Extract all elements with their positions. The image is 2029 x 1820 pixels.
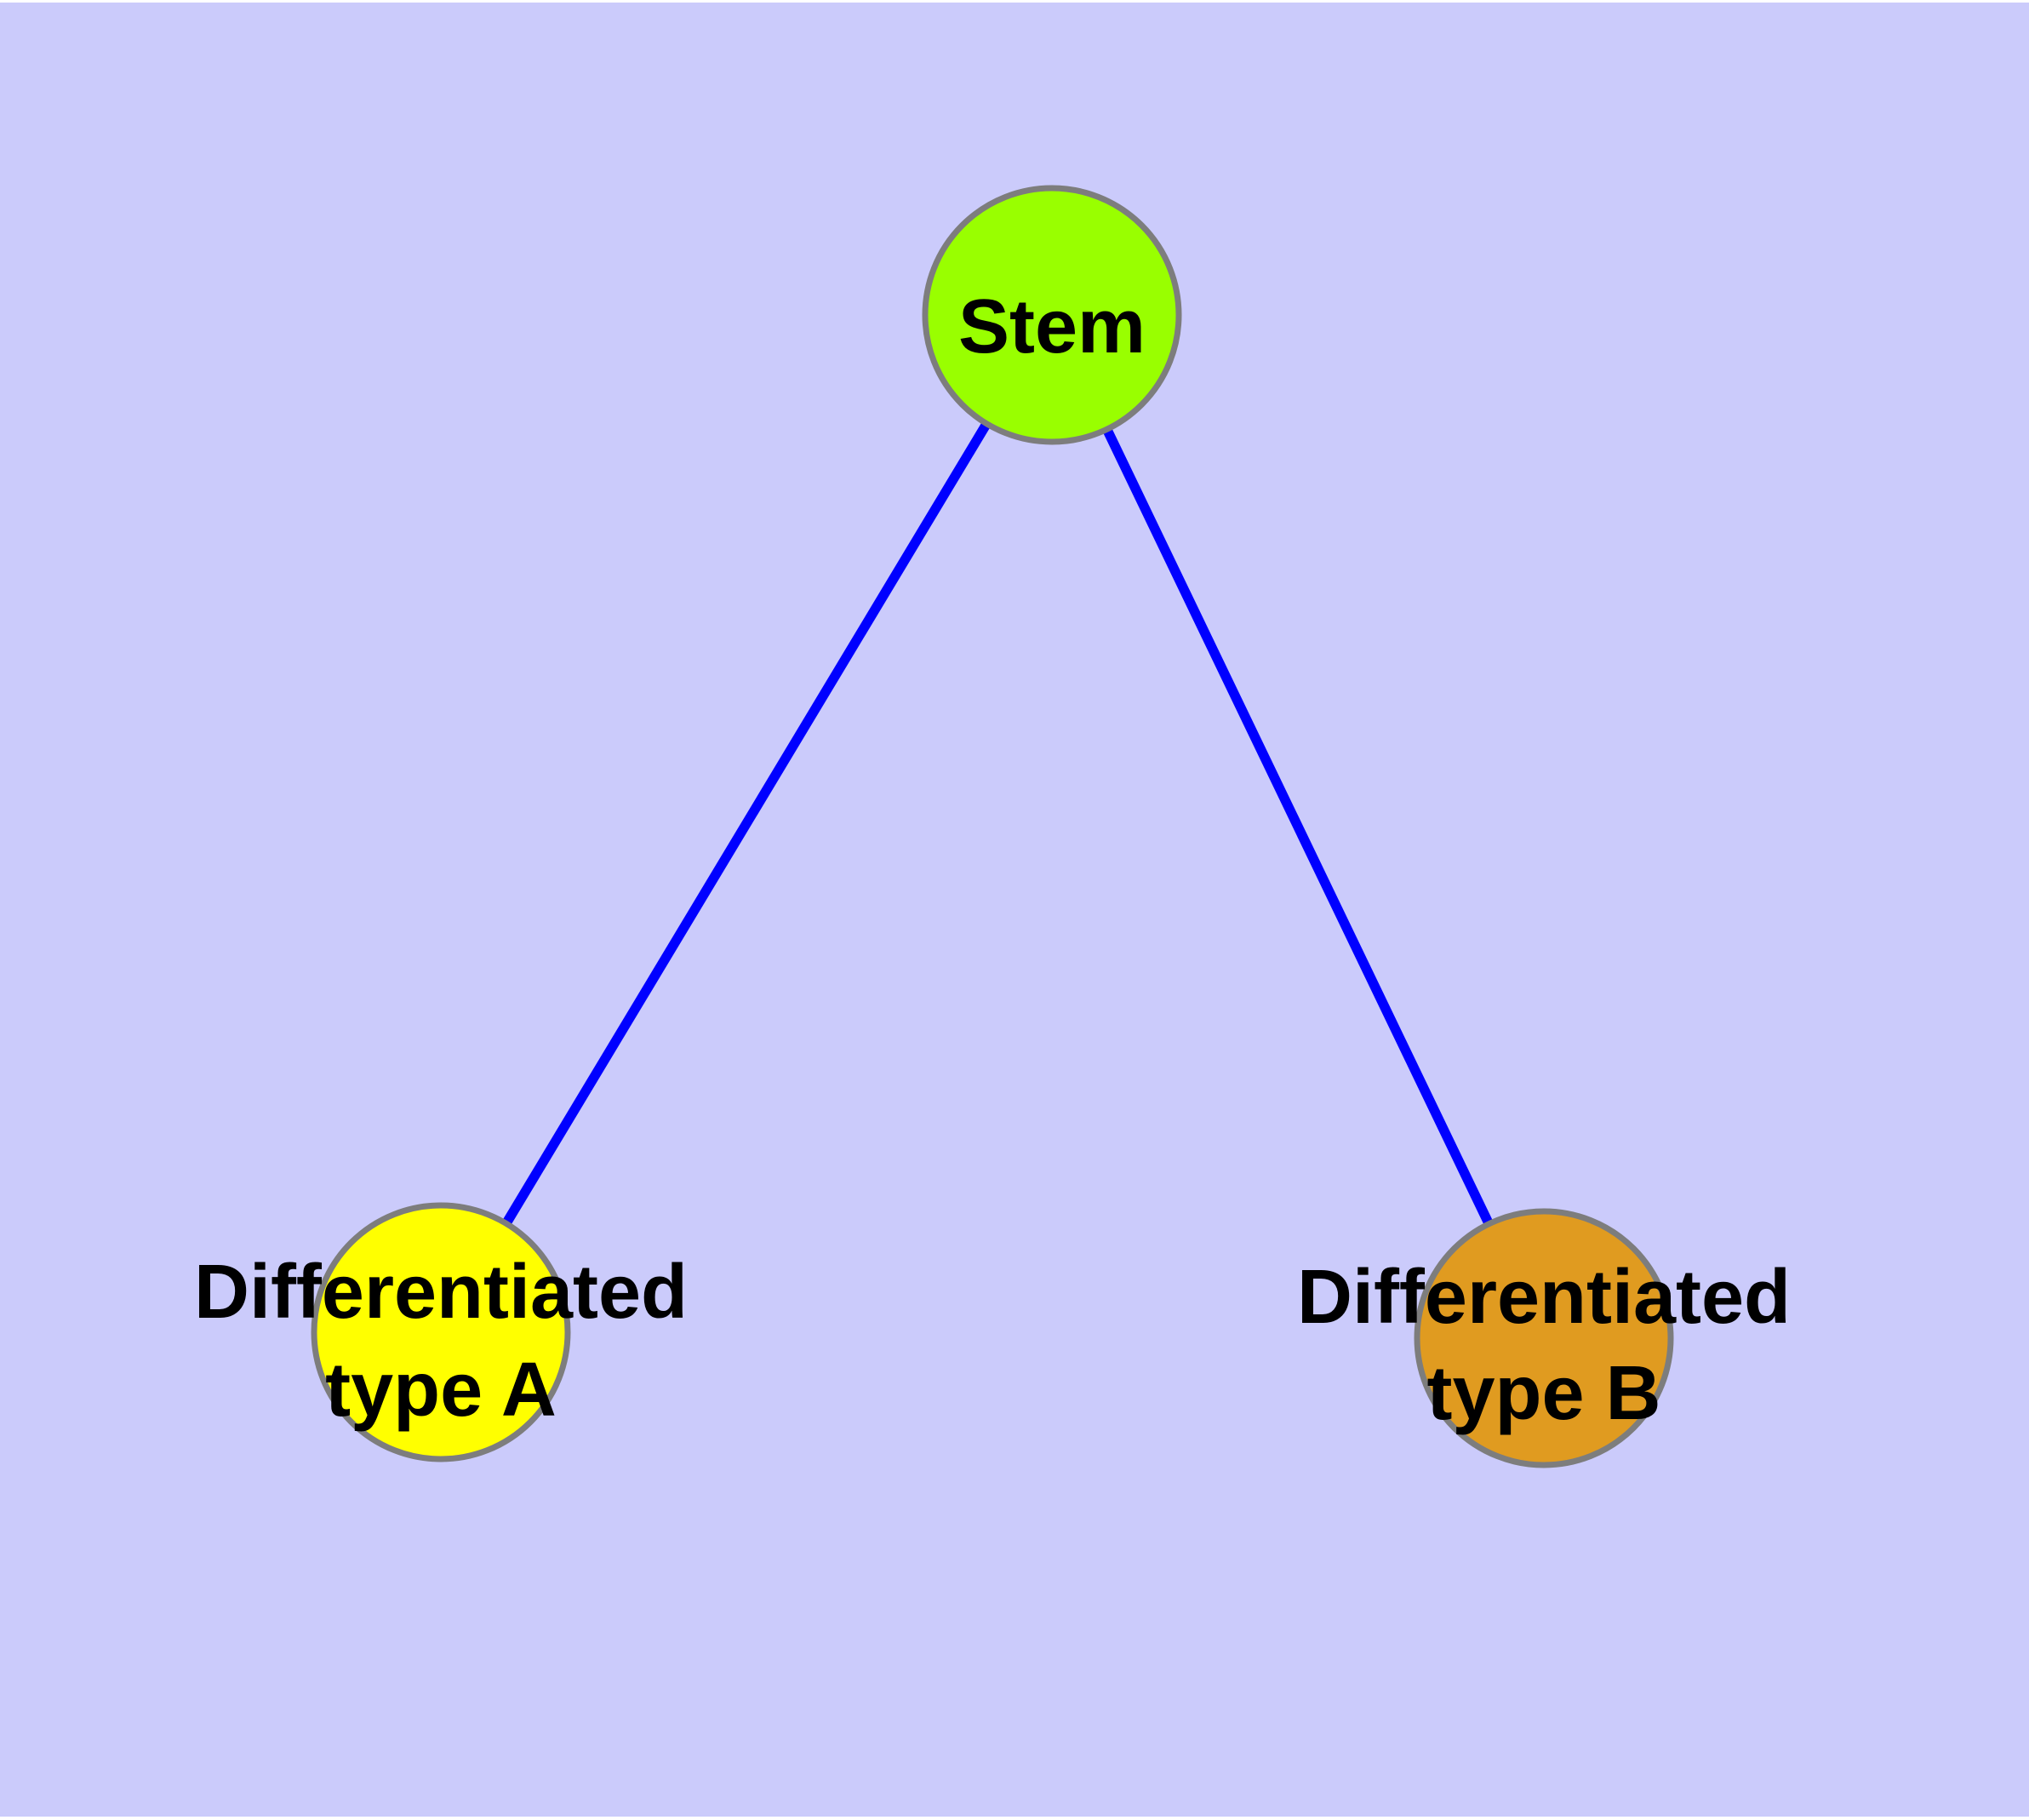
node-type-a-label-line1: Differentiated bbox=[194, 1250, 688, 1335]
node-type-b-label-line1: Differentiated bbox=[1297, 1255, 1791, 1340]
node-stem: Stem bbox=[922, 185, 1182, 445]
node-type-a-circle bbox=[311, 1202, 571, 1462]
node-differentiated-type-b: Differentiated type B bbox=[1297, 1208, 1791, 1468]
edge-stem-to-type-a bbox=[437, 312, 1056, 1335]
node-type-b-circle bbox=[1414, 1208, 1674, 1468]
node-type-b-label-line2: type B bbox=[1426, 1351, 1660, 1436]
node-stem-label: Stem bbox=[958, 284, 1146, 369]
node-stem-circle bbox=[922, 185, 1182, 445]
edge-stem-to-type-b bbox=[1047, 312, 1549, 1341]
node-type-a-label-line2: type A bbox=[325, 1348, 557, 1433]
node-differentiated-type-a: Differentiated type A bbox=[194, 1202, 688, 1462]
